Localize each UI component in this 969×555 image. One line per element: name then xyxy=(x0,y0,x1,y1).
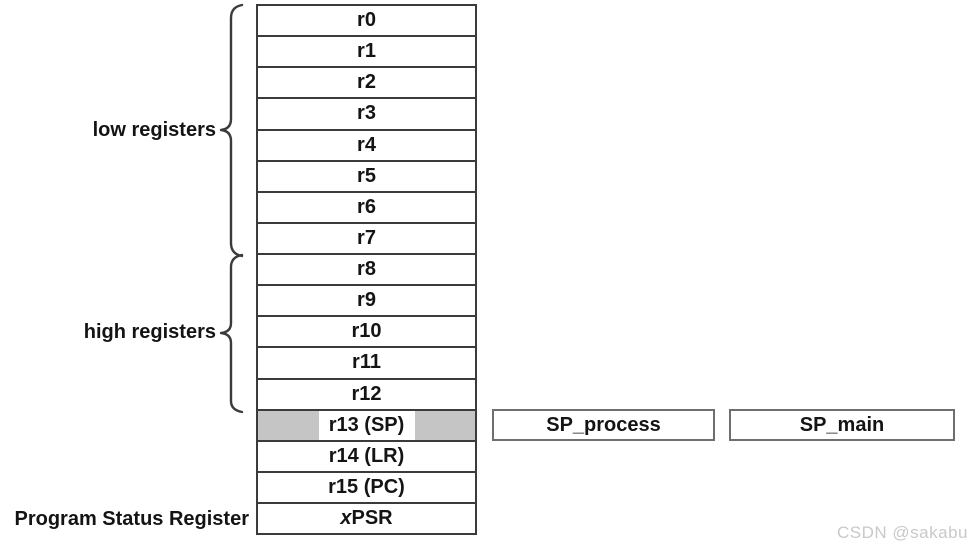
sp-main-box: SP_main xyxy=(729,409,955,441)
register-label: r5 xyxy=(357,164,376,187)
xpsr-text: PSR xyxy=(351,507,393,530)
register-label: r12 xyxy=(351,382,382,405)
register-label: r2 xyxy=(357,71,376,94)
register-cell-r14-lr: r14 (LR) xyxy=(258,439,475,471)
register-cell-xpsr: xPSR xyxy=(258,502,475,534)
register-label: r14 (LR) xyxy=(328,444,405,467)
register-cell-r5: r5 xyxy=(258,159,475,191)
sp-main-label: SP_main xyxy=(799,413,885,436)
register-cell-r15-pc: r15 (PC) xyxy=(258,470,475,502)
register-cell-r10: r10 xyxy=(258,315,475,347)
register-label: r11 xyxy=(352,351,381,374)
register-cell-r8: r8 xyxy=(258,253,475,285)
register-cell-r3: r3 xyxy=(258,97,475,129)
register-label: xPSR xyxy=(340,507,392,530)
register-stack: r0 r1 r2 r3 r4 r5 r6 r7 r8 r9 r10 r11 r1… xyxy=(256,4,477,535)
register-cell-r2: r2 xyxy=(258,66,475,98)
program-status-register-label: Program Status Register xyxy=(14,508,249,530)
high-registers-brace-icon xyxy=(219,253,244,414)
register-label: r8 xyxy=(357,258,376,281)
register-label: r3 xyxy=(357,102,376,125)
low-registers-label: low registers xyxy=(92,119,216,141)
sp-process-label: SP_process xyxy=(546,413,661,436)
register-label: r10 xyxy=(351,320,382,343)
register-label: r9 xyxy=(357,289,376,312)
sp-process-box: SP_process xyxy=(492,409,715,441)
high-registers-label: high registers xyxy=(83,321,216,343)
register-cell-r1: r1 xyxy=(258,35,475,67)
register-label: r1 xyxy=(357,40,376,63)
watermark-text: CSDN @sakabu xyxy=(837,523,968,542)
register-cell-r0: r0 xyxy=(258,6,475,36)
register-label: r6 xyxy=(357,195,376,218)
register-label: r13 (SP) xyxy=(318,410,415,440)
register-cell-r13-sp: r13 (SP) xyxy=(258,408,475,440)
register-cell-r6: r6 xyxy=(258,190,475,222)
register-cell-r4: r4 xyxy=(258,128,475,160)
xpsr-italic-prefix: x xyxy=(340,507,352,530)
low-registers-brace-icon xyxy=(219,3,244,258)
register-cell-r7: r7 xyxy=(258,221,475,253)
register-label: r0 xyxy=(357,9,376,32)
register-cell-r9: r9 xyxy=(258,284,475,316)
register-cell-r11: r11 xyxy=(258,346,475,378)
register-label: r15 (PC) xyxy=(328,475,405,498)
register-label: r7 xyxy=(357,226,376,249)
register-label: r4 xyxy=(357,133,376,156)
register-cell-r12: r12 xyxy=(258,377,475,409)
